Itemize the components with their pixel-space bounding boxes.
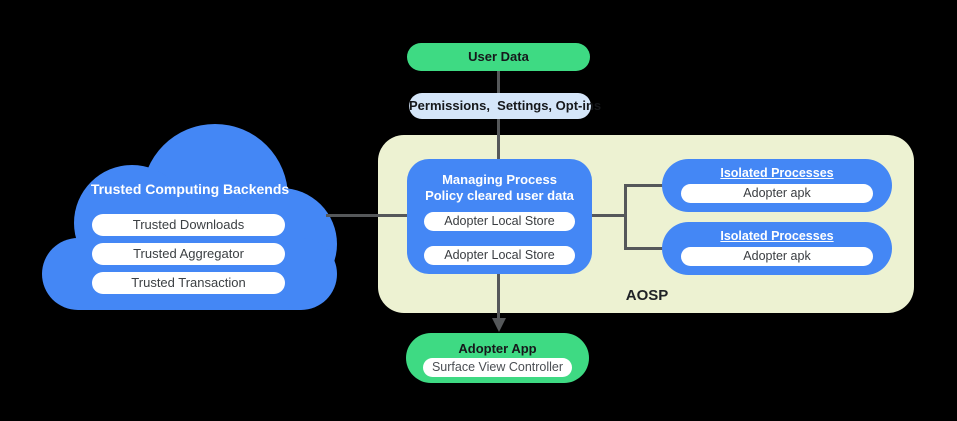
connector-managing-branch (590, 214, 627, 217)
adopter-local-store-pill: Adopter Local Store (424, 212, 575, 231)
managing-process-title: Managing Process (442, 172, 557, 187)
adopter-apk-pill: Adopter apk (681, 184, 873, 203)
cloud-item-trusted-transaction: Trusted Transaction (92, 272, 285, 294)
adopter-local-store-pill: Adopter Local Store (424, 246, 575, 265)
managing-process-subtitle: Policy cleared user data (425, 188, 574, 203)
isolated-processes-box-1: Isolated Processes Adopter apk (662, 159, 892, 212)
user-data-pill: User Data (407, 43, 590, 71)
connector-branch-isolated-1 (624, 184, 666, 187)
cloud-title: Trusted Computing Backends (90, 181, 290, 197)
connector-branch-vertical (624, 184, 627, 250)
isolated-processes-title: Isolated Processes (720, 229, 834, 243)
isolated-processes-box-2: Isolated Processes Adopter apk (662, 222, 892, 275)
isolated-processes-title: Isolated Processes (720, 166, 834, 180)
cloud-item-trusted-aggregator: Trusted Aggregator (92, 243, 285, 265)
arrow-down-icon (492, 318, 506, 332)
managing-process-box: Managing Process Policy cleared user dat… (407, 159, 592, 274)
adopter-app-title: Adopter App (458, 341, 537, 356)
connector-userdata-permissions (497, 71, 500, 94)
connector-branch-isolated-2 (624, 247, 666, 250)
connector-permissions-managing (497, 119, 500, 160)
adopter-apk-pill: Adopter apk (681, 247, 873, 266)
permissions-settings-pill: Permissions, Settings, Opt-ins (409, 93, 601, 119)
connector-cloud-managing (326, 214, 408, 217)
surface-view-controller-pill: Surface View Controller (423, 358, 572, 377)
aosp-label: AOSP (625, 287, 669, 304)
adopter-app-box: Adopter App Surface View Controller (406, 333, 589, 383)
connector-managing-adopter (497, 273, 500, 318)
cloud-item-trusted-downloads: Trusted Downloads (92, 214, 285, 236)
